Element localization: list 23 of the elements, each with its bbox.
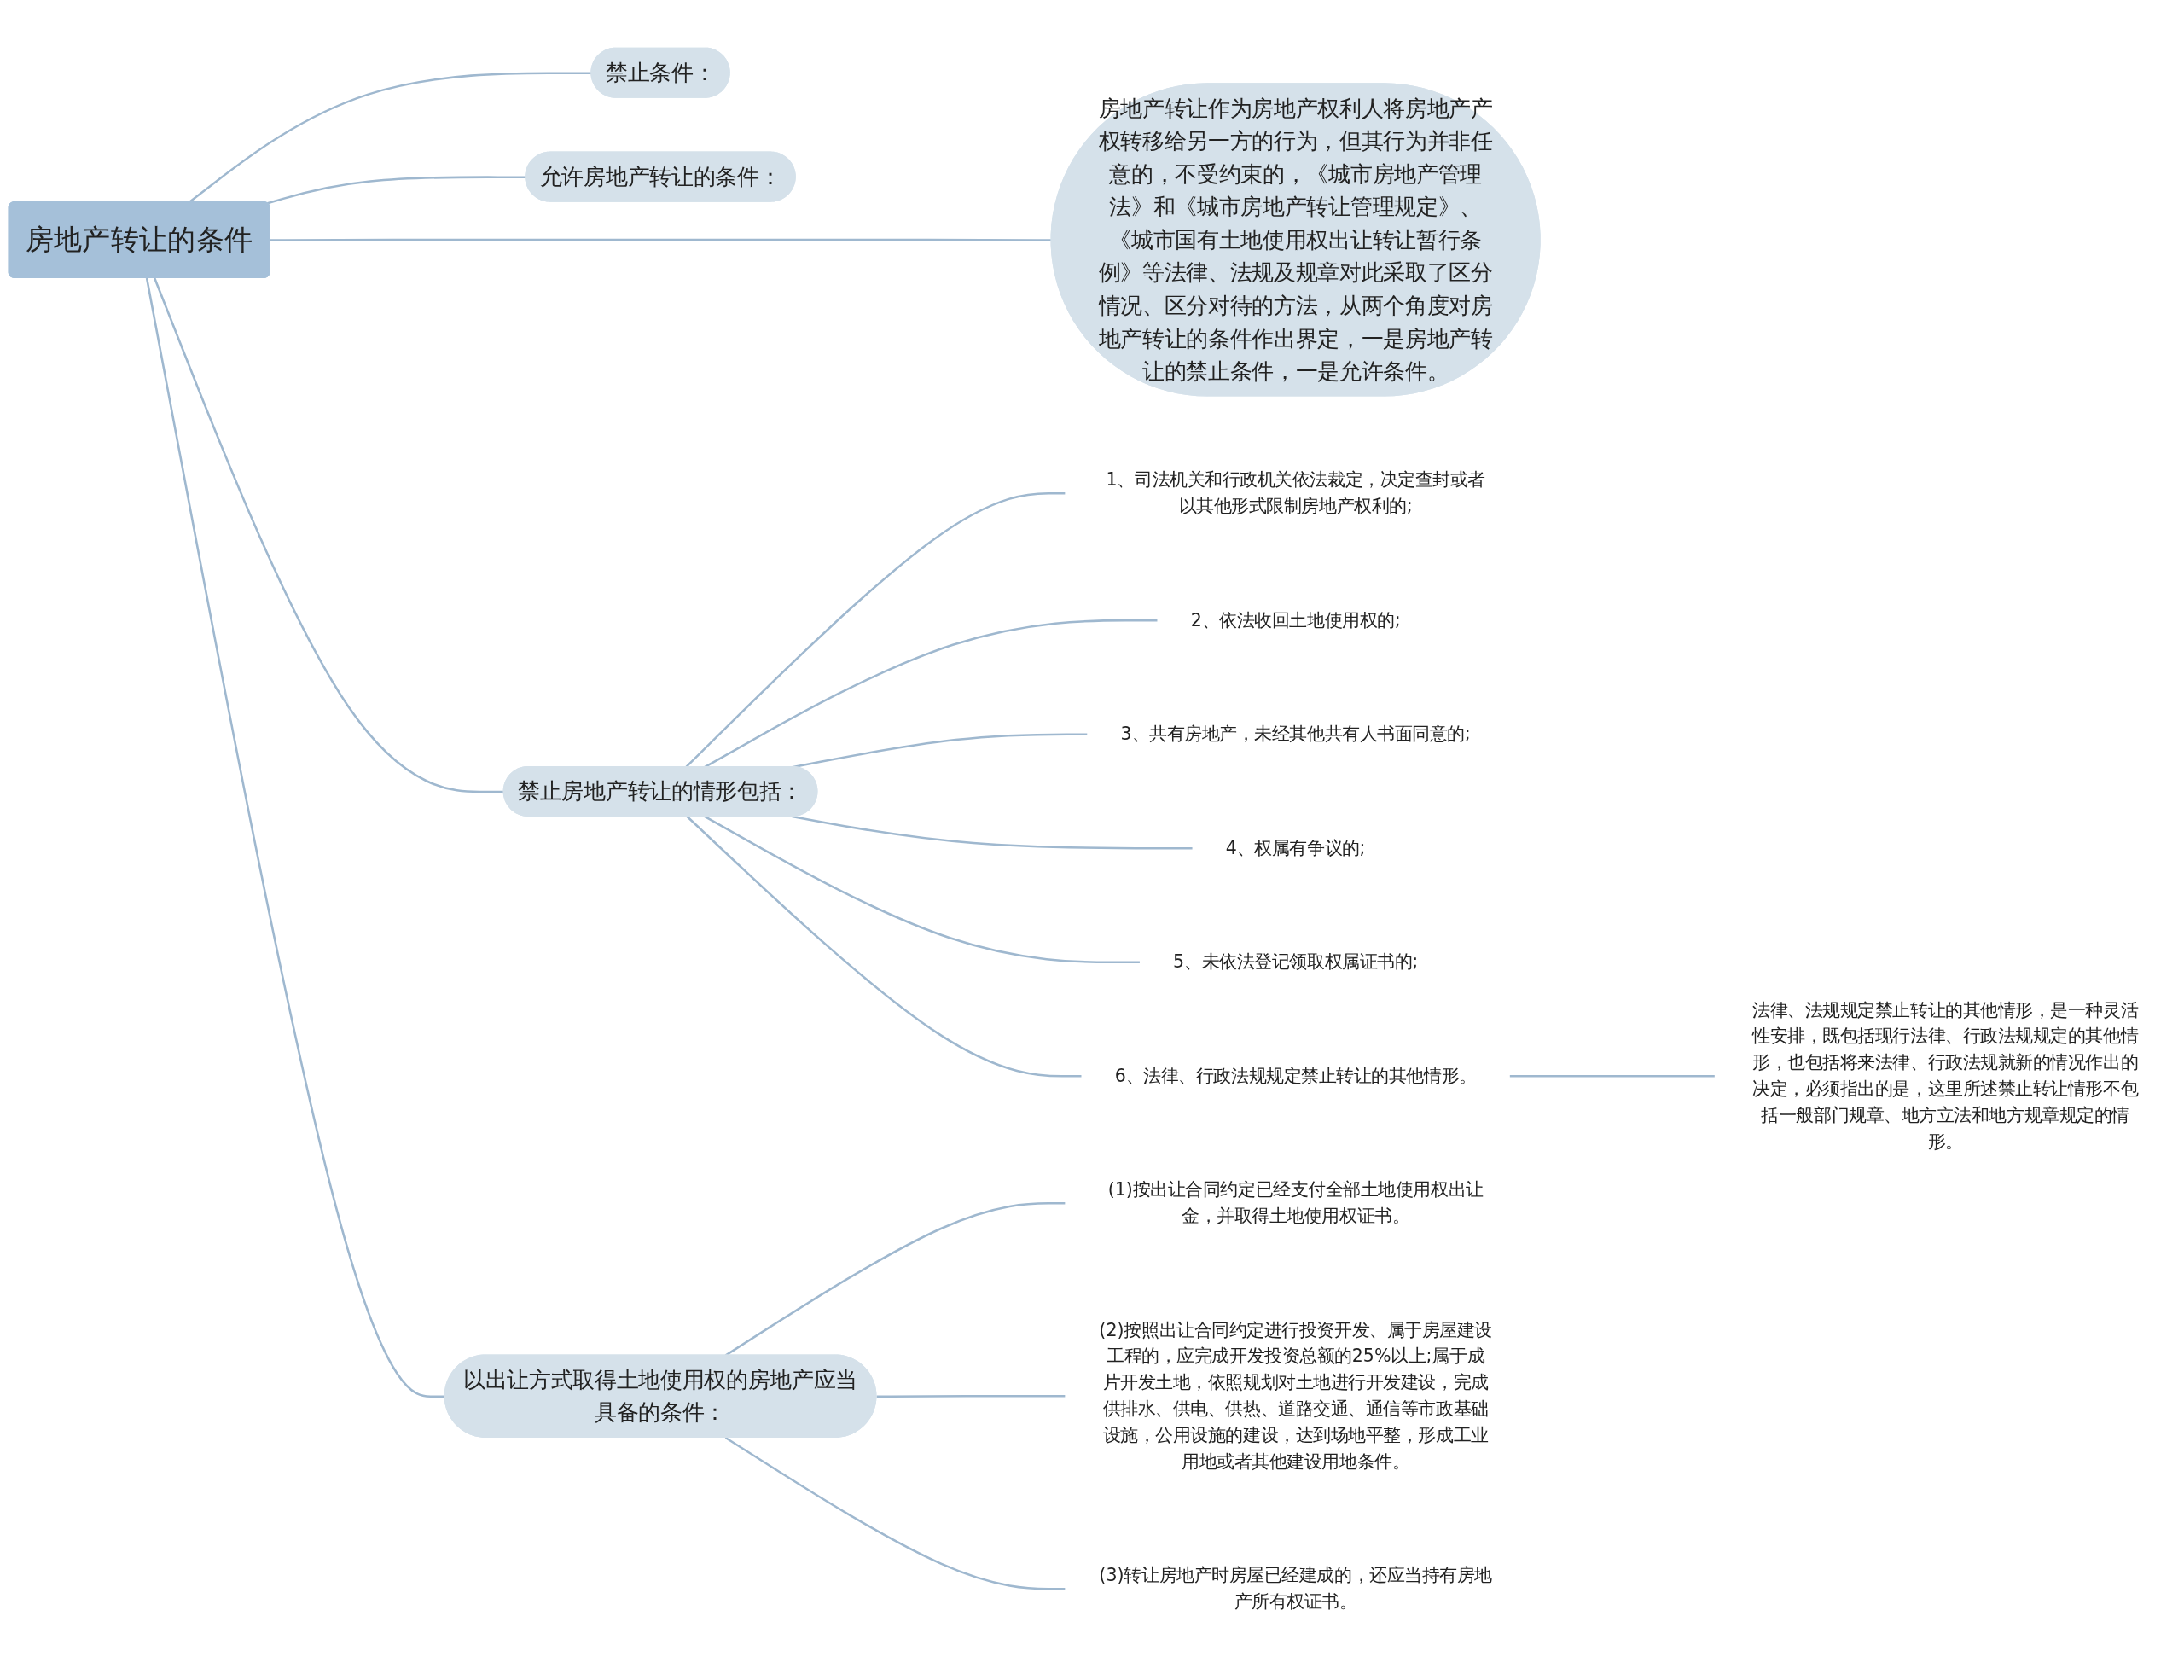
connector [792,815,1194,850]
node-text: (3)转让房地产时房屋已经建成的，还应当持有房地产所有权证书。 [1099,1565,1492,1613]
node-text: (2)按照出让合同约定进行投资开发、属于房屋建设工程的，应完成开发投资总额的25%以上;属于成片开发土地，依照规划对土地进行开发建设，完成供排水、供电、供热、道路交通、通信等市政基础设施，公用设施的建设，达到场地平整，形成工业用地或者其他建设用地条件。 [1099,1319,1492,1473]
node-text: 1、司法机关和行政机关依法裁定，决定查封或者以其他形式限制房地产权利的; [1106,469,1485,517]
connector [704,619,1159,769]
node-text: 5、未依法登记领取权属证书的; [1173,951,1419,973]
connector [724,1437,1066,1590]
connector [1509,1075,1716,1078]
connector [188,72,592,204]
connector [154,277,504,793]
node-text: 6、法律、行政法规规定禁止转让的其他情形。 [1114,1065,1477,1087]
connector [686,816,1083,1078]
node-text: 4、权属有争议的; [1225,837,1366,858]
connector [270,238,1052,242]
connector [876,1395,1066,1398]
connector [704,816,1141,964]
connector [724,1202,1066,1357]
connector [267,176,526,205]
node-text: (1)按出让合同约定已经支付全部土地使用权出让金，并取得土地使用权证书。 [1107,1179,1484,1227]
node-text: 法律、法规规定禁止转让的其他情形，是一种灵活性安排，既包括现行法律、行政法规规定的其他情形，也包括将来法律、行政法规就新的情况作出的决定，必须指出的是，这里所述禁止转让情形不包括一般部门规章、地方立法和地方规章规定的情形。 [1752,999,2139,1153]
node-text: 3、共有房地产，未经其他共有人书面同意的; [1120,724,1471,745]
connector [145,277,445,1398]
node-text: 2、依法收回土地使用权的; [1190,609,1401,631]
